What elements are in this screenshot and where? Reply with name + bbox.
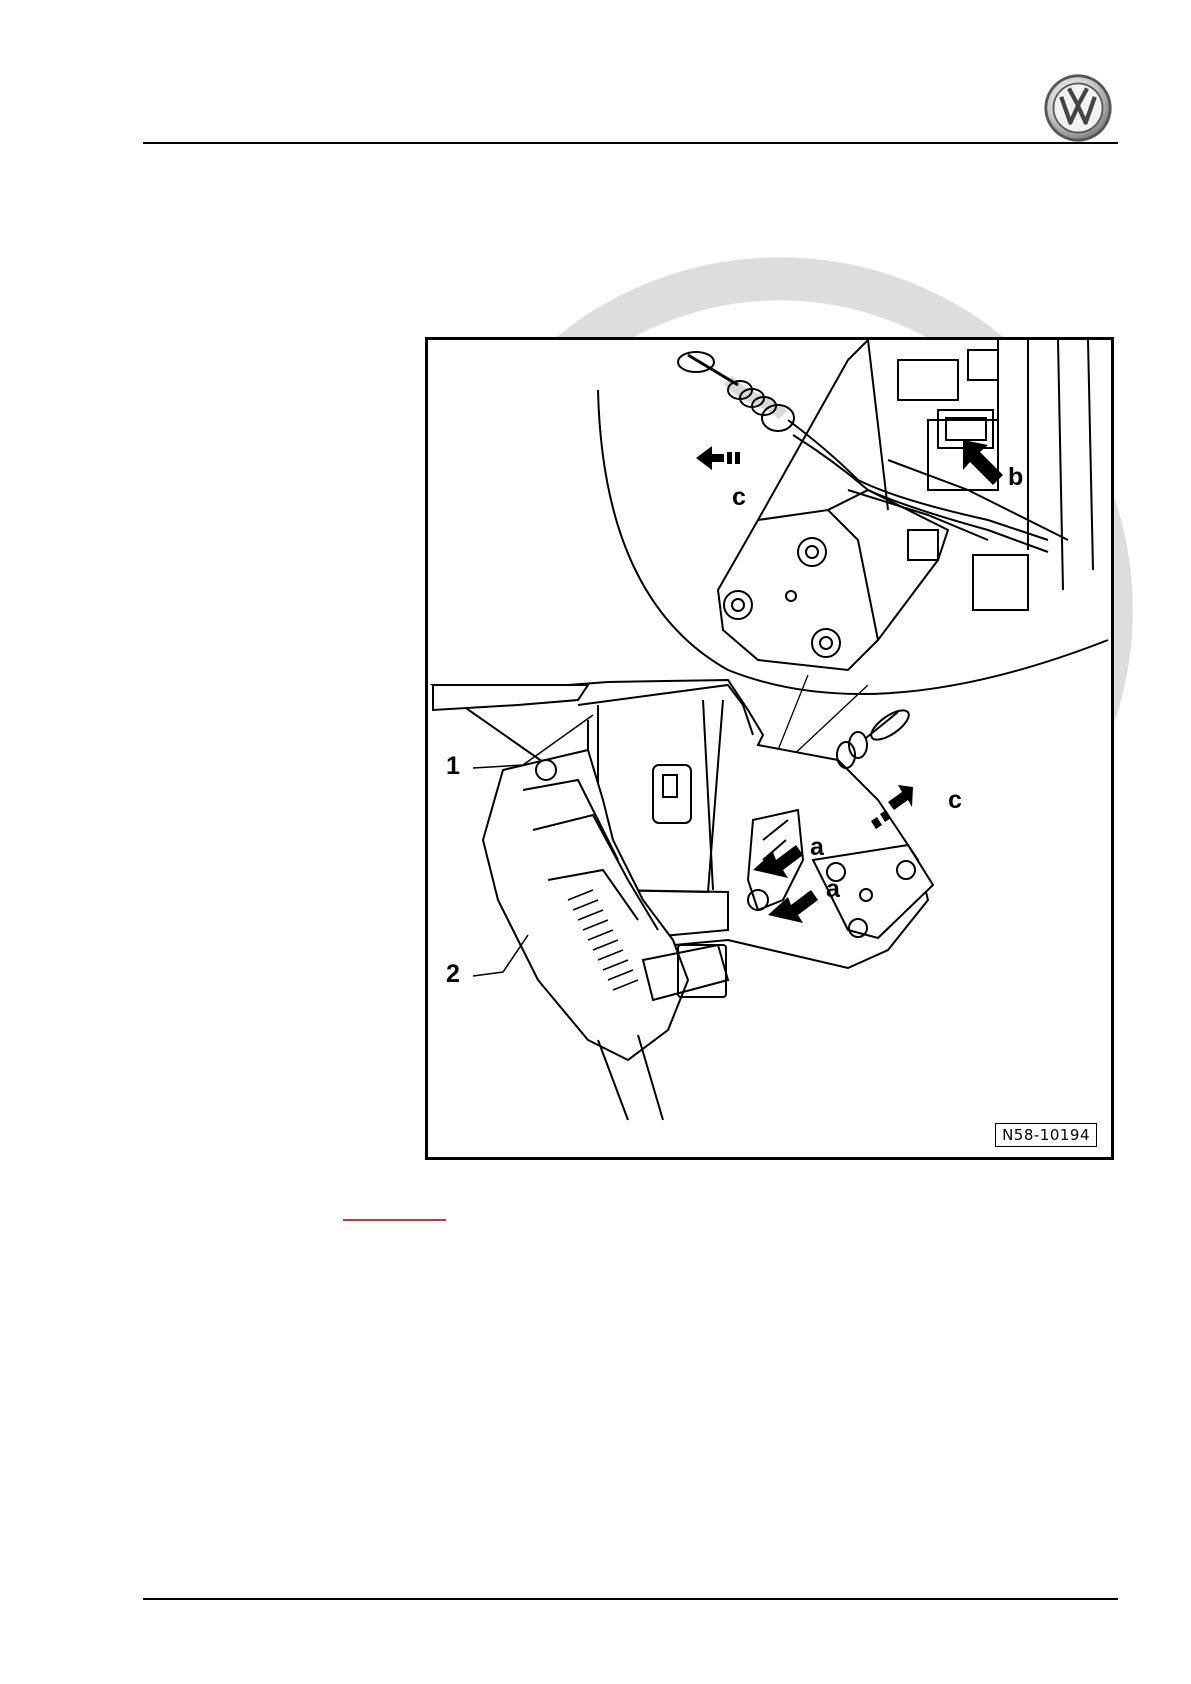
footer-rule [143, 1598, 1118, 1600]
callout-part-2: 2 [446, 962, 460, 987]
callout-arrow-a-2: a [826, 877, 840, 902]
callout-arrow-b: b [1008, 465, 1023, 490]
link-underline[interactable] [343, 1219, 446, 1221]
header-rule [143, 142, 1118, 144]
callout-arrow-a-1: a [810, 835, 824, 860]
callout-part-1: 1 [446, 754, 460, 779]
figure-code: N58-10194 [995, 1123, 1097, 1147]
callout-arrow-c-top: c [732, 485, 746, 510]
callout-arrow-c-right: c [948, 788, 962, 813]
vw-logo-icon [1043, 73, 1113, 143]
technical-illustration: 1 2 a a b c c N58-10194 [425, 337, 1114, 1160]
